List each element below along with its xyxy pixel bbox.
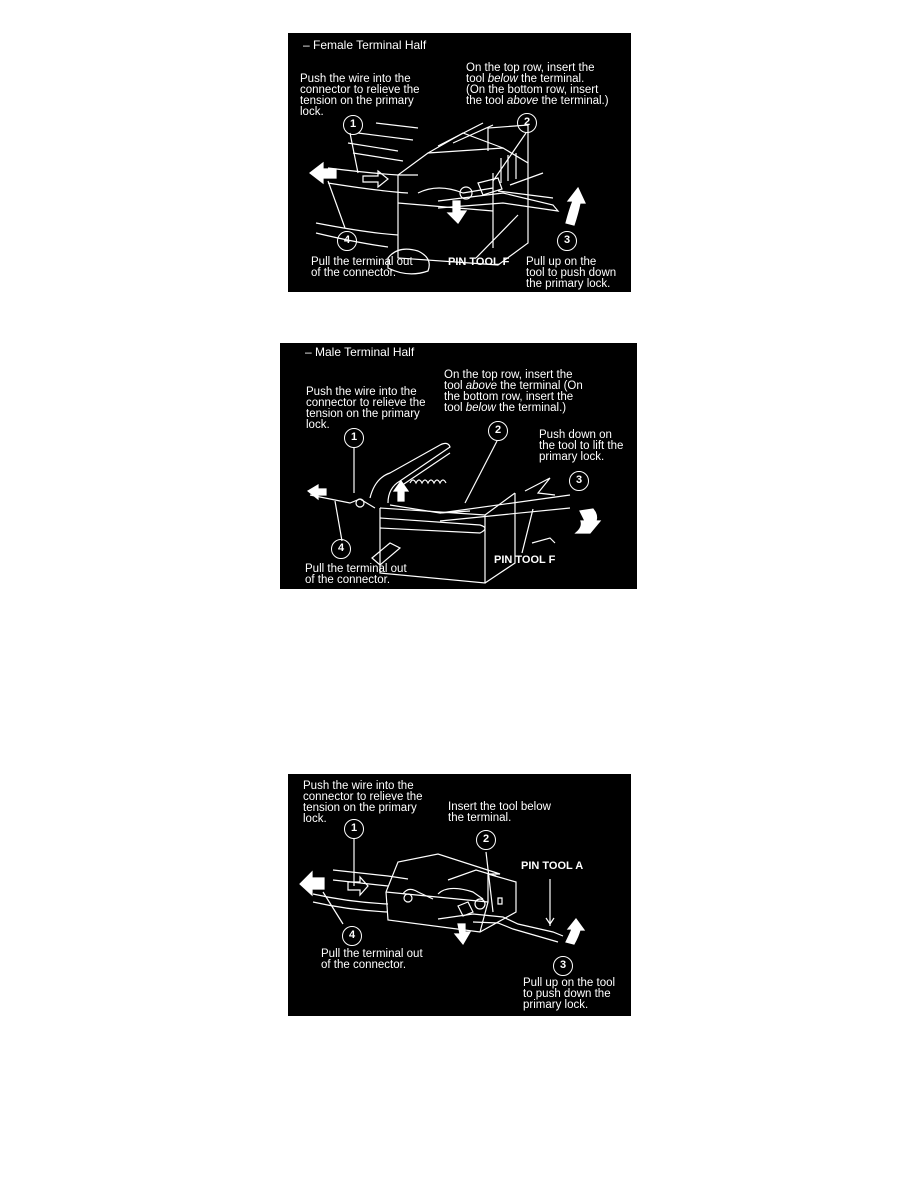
leader-2 [464,440,498,504]
step-1-text: Push the wire into the connector to reli… [303,780,423,825]
step-1-text: Push the wire into the connector to reli… [306,386,426,431]
leader-4 [334,500,343,542]
step-1-text: Push the wire into the connector to reli… [300,73,420,118]
connector-illustration [299,838,586,946]
callout-4: 4 [337,231,357,251]
leader-4 [322,891,344,925]
leader-pin-tool [475,214,519,259]
step-2-text: Insert the tool below the terminal. [448,801,551,824]
figure-female-terminal-half: – Female Terminal Half Push the wire int… [288,33,631,292]
figure-pin-tool-a: Push the wire into the connector to reli… [288,774,631,1016]
pin-tool-label: PIN TOOL F [494,554,556,566]
pin-tool-label: PIN TOOL A [521,860,584,872]
figure-male-terminal-half: – Male Terminal Half Push the wire into … [280,343,637,589]
callout-1: 1 [343,115,363,135]
figure-title: – Male Terminal Half [305,345,415,359]
female-connector-illustration [309,122,586,275]
step-3-text: Pull up on the tool to push down the pri… [523,977,616,1011]
leader-4 [327,180,346,229]
callout-2: 2 [517,113,537,133]
step-3-text: Push down on the tool to lift the primar… [539,429,624,463]
callout-1: 1 [344,428,364,448]
callout-3: 3 [557,231,577,251]
step-2-text: On the top row, insert the tool below th… [466,62,609,107]
male-connector-illustration [306,440,602,584]
callout-4: 4 [342,926,362,946]
step-3-text: Pull up on the tool to push down the pri… [526,256,617,290]
step-2-text: On the top row, insert the tool above th… [444,369,583,414]
step-4-text: Pull the terminal out of the connector. [305,563,407,586]
step-4-text: Pull the terminal out of the connector. [321,948,423,971]
callout-3: 3 [569,471,589,491]
leader-2 [485,851,494,913]
leader-1 [349,132,359,174]
callout-2: 2 [488,421,508,441]
callout-1: 1 [344,819,364,839]
callout-2: 2 [476,830,496,850]
callout-4: 4 [331,539,351,559]
pin-tool-label: PIN TOOL F [448,256,510,268]
leader-pin-tool [521,508,534,554]
callout-3: 3 [553,956,573,976]
figure-title: – Female Terminal Half [303,38,427,52]
step-4-text: Pull the terminal out of the connector. [311,256,413,279]
leader-2 [492,132,527,182]
